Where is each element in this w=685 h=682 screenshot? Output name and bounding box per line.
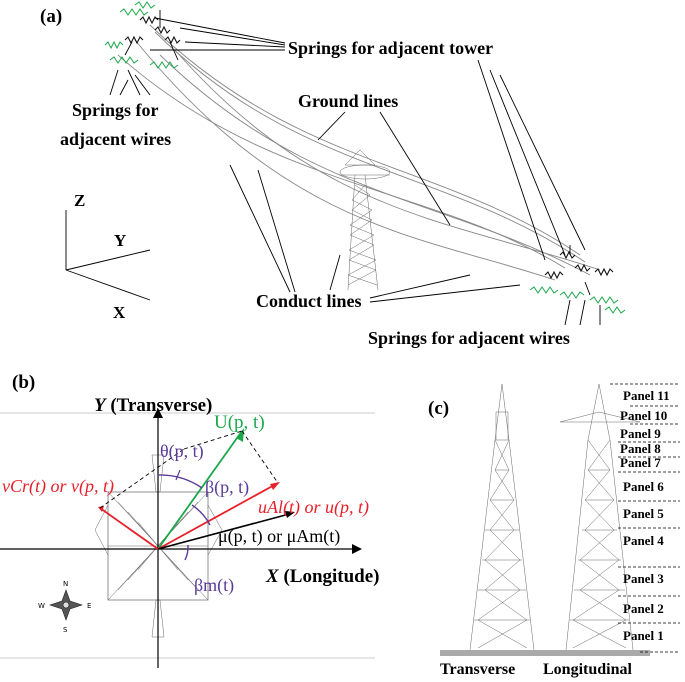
tower-longitudinal [559,383,641,651]
beta-label: β(p, t) [205,477,249,498]
U-label: U(p, t) [214,412,265,433]
panel-c-label: (c) [428,398,449,419]
coordinate-axes: Z Y X [65,191,151,322]
panel-label-3: Panel 3 [623,571,664,586]
plan-axes [0,408,362,668]
lattice-tower-a [339,149,391,291]
panel-b-label: (b) [12,372,35,393]
beta-m-arc [184,544,189,561]
ground-base [440,650,650,656]
label-conduct-lines: Conduct lines [256,291,362,311]
springs-cluster-top-left [104,1,181,96]
panel-a-label: (a) [40,6,62,27]
x-axis-italic: X [265,566,280,587]
mu-vector [157,512,294,550]
label-springs-wires-line2: adjacent wires [60,129,171,149]
panel-dividers [610,383,680,653]
u-dashed-projection [241,430,279,484]
panel-label-1: Panel 1 [623,628,664,643]
y-axis-label: Y (Transverse) [94,395,212,416]
y-axis-italic: Y [94,395,108,416]
mu-label: μ(p, t) or μAm(t) [218,526,340,547]
v-dashed-projection [99,448,185,509]
vectors [98,428,295,561]
u-vector [157,482,279,550]
x-axis-label: X (Longitude) [265,566,380,587]
springs-cluster-right [529,245,626,326]
axis-x-label: X [113,303,126,322]
compass-icon: N E S W [38,580,91,634]
panel-label-7: Panel 7 [620,455,661,470]
u-label: uAl(t) or u(p, t) [258,497,369,518]
tower-transverse [469,383,535,651]
panel-label-2: Panel 2 [623,601,664,616]
x-axis-rest: (Longitude) [279,566,380,587]
v-vector [99,507,159,550]
label-longitudinal: Longitudinal [543,661,632,678]
compass-n: N [63,580,68,588]
axis-z-label: Z [74,191,85,210]
panel-label-6: Panel 6 [623,479,664,494]
compass-s: S [63,626,68,634]
theta-label: θ(p, t) [160,441,204,462]
panel-label-4: Panel 4 [623,533,664,548]
panel-label-9: Panel 9 [620,426,661,441]
panel-a: (a) [40,1,626,348]
U-vector [157,430,243,550]
beta-arc [191,504,211,526]
tower-spring-pointers [150,17,586,261]
theta-arc [157,474,203,489]
panel-c: (c) [428,383,680,678]
v-label: vCr(t) or v(p, t) [2,476,114,497]
panel-b: (b) Y (Transverse) X (Longitude) [0,372,380,668]
beta-m-label: βm(t) [194,575,234,596]
axis-y-label: Y [114,231,126,250]
label-springs-adjacent-tower: Springs for adjacent tower [288,38,493,58]
label-ground-lines: Ground lines [298,91,398,111]
compass-w: W [38,602,45,610]
label-pointers [109,69,521,303]
overhead-wires [117,24,601,281]
label-springs-adjacent-wires-right: Springs for adjacent wires [368,328,570,348]
panel-label-8: Panel 8 [620,441,661,456]
y-axis-rest: (Transverse) [106,395,213,416]
panel-label-10: Panel 10 [620,408,667,423]
panel-label-5: Panel 5 [623,506,664,521]
label-springs-wires-line1: Springs for [72,100,159,120]
panel-labels: Panel 11 Panel 10 Panel 9 Panel 8 Panel … [620,388,670,643]
compass-e: E [87,602,91,610]
panel-label-11: Panel 11 [623,388,670,403]
label-transverse: Transverse [440,661,515,678]
